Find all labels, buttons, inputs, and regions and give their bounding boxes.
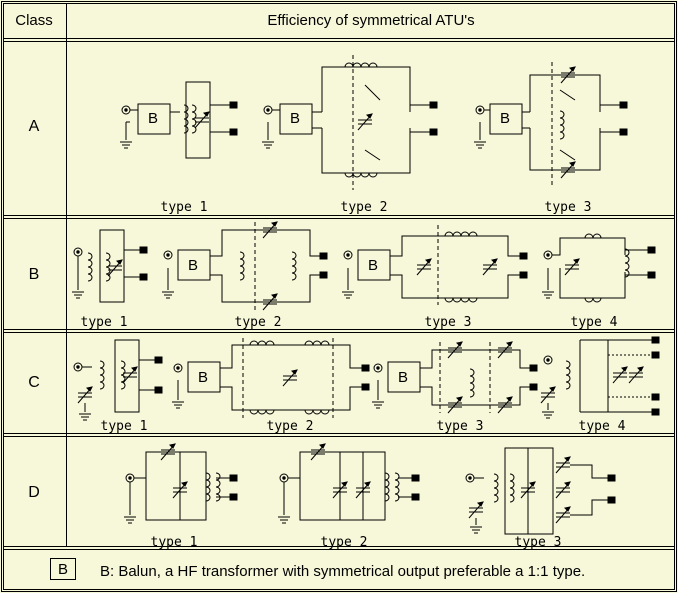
type-label-c4: type 4 [578, 419, 626, 434]
type-label-b4: type 4 [570, 315, 618, 330]
type-label-a1: type 1 [160, 200, 208, 215]
schematic-b4 [541, 233, 656, 303]
balun-label-a2: B [290, 110, 301, 127]
balun-label-c2: B [198, 369, 209, 386]
class-a-label: A [28, 118, 40, 135]
balun-label-b2: B [188, 257, 199, 274]
balun-legend-symbol: B [50, 558, 76, 580]
type-label-d2: type 2 [320, 535, 368, 550]
schematic-c1 [73, 339, 163, 421]
class-d-label: D [28, 484, 40, 501]
type-label-c3: type 3 [436, 419, 484, 434]
balun-label-a3: B [500, 110, 511, 127]
type-label-c2: type 2 [266, 419, 314, 434]
schematic-b2 [161, 221, 328, 311]
schematic-d1 [123, 443, 238, 524]
type-label-d1: type 1 [150, 535, 198, 550]
type-label-b3: type 3 [424, 315, 472, 330]
schematic-d3 [465, 447, 616, 535]
header-class: Class [15, 12, 53, 29]
balun-label-b3: B [368, 257, 379, 274]
schematic-b3 [341, 225, 528, 305]
type-label-b2: type 2 [234, 315, 282, 330]
schematic-c4 [540, 336, 660, 419]
type-label-d3: type 3 [514, 535, 562, 550]
class-b-label: B [28, 266, 40, 283]
class-c-label: C [28, 374, 40, 391]
schematic-c2 [171, 338, 370, 418]
schematic-a2 [261, 55, 438, 190]
balun-legend-text: B: Balun, a HF transformer with symmetri… [100, 563, 586, 580]
header-title: Efficiency of symmetrical ATU's [267, 12, 475, 29]
balun-label-c3: B [398, 369, 409, 386]
schematic-a1 [119, 81, 238, 159]
schematic-d2 [277, 443, 420, 524]
type-label-c1: type 1 [100, 419, 148, 434]
type-label-b1: type 1 [80, 315, 128, 330]
schematic-b1 [71, 229, 148, 303]
type-label-a2: type 2 [340, 200, 388, 215]
schematic-a3 [473, 62, 628, 188]
schematic-c3 [371, 341, 538, 414]
type-label-a3: type 3 [544, 200, 592, 215]
balun-label-a1: B [148, 110, 159, 127]
